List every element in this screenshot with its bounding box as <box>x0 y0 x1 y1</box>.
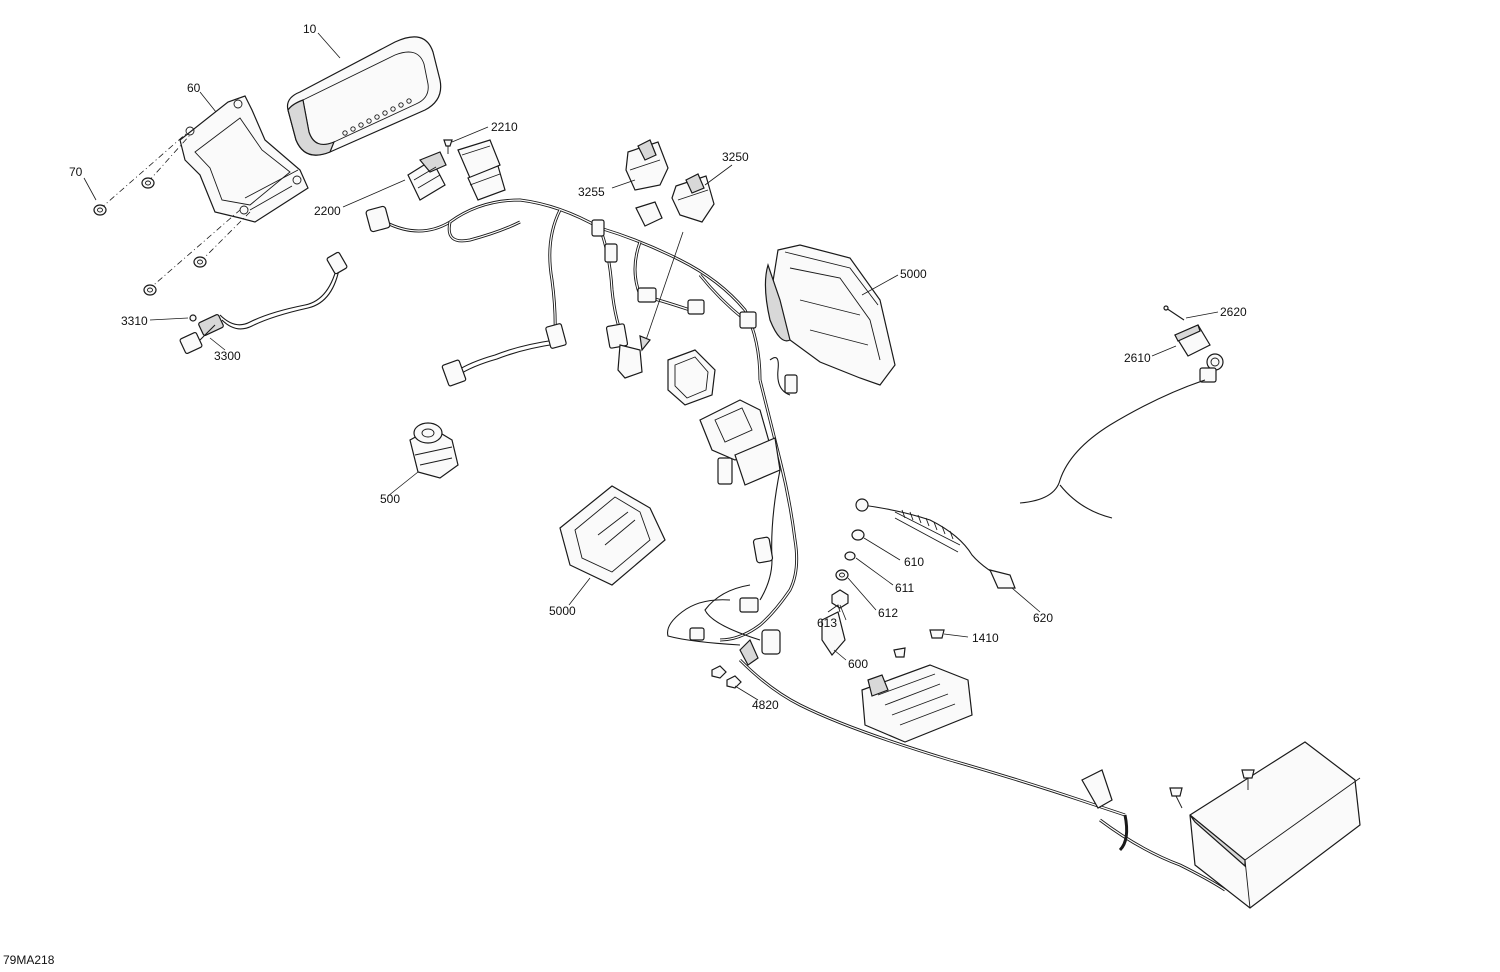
washer-611[interactable] <box>844 551 856 561</box>
callout-5000-lower: 5000 <box>549 604 576 618</box>
callout-5000-upper: 5000 <box>900 267 927 281</box>
washer-610[interactable] <box>851 529 865 541</box>
callout-2200: 2200 <box>314 204 341 218</box>
ecm-lower[interactable] <box>559 485 666 586</box>
ecm-upper[interactable] <box>764 244 896 386</box>
connector-block-2210[interactable] <box>457 139 506 201</box>
cluster-bracket[interactable] <box>99 95 309 291</box>
connector-2200[interactable] <box>407 151 447 201</box>
callout-60: 60 <box>187 81 201 95</box>
switch-connector[interactable] <box>635 201 663 227</box>
callout-2210: 2210 <box>491 120 518 134</box>
main-wiring-harness[interactable] <box>365 198 1226 892</box>
screw-2620[interactable] <box>1163 305 1185 321</box>
callout-611: 611 <box>895 581 914 595</box>
drawing-id: 79MA218 <box>3 953 55 967</box>
switch-3255[interactable] <box>625 139 669 191</box>
callout-612: 612 <box>878 606 898 620</box>
washer-612[interactable] <box>835 569 849 581</box>
callout-2610: 2610 <box>1124 351 1151 365</box>
screw-3310[interactable] <box>189 314 197 322</box>
ignition-switch[interactable] <box>409 422 459 479</box>
callout-labels: 10 60 70 2210 2200 3255 3250 5000 3310 3… <box>69 22 1247 712</box>
hv-cable[interactable] <box>855 498 1016 589</box>
callout-10: 10 <box>303 22 317 36</box>
callout-3250: 3250 <box>722 150 749 164</box>
callout-70: 70 <box>69 165 83 179</box>
callout-610: 610 <box>904 555 924 569</box>
callout-1410: 1410 <box>972 631 999 645</box>
nut-613[interactable] <box>831 589 849 609</box>
indicator-row <box>342 98 412 136</box>
callout-2620: 2620 <box>1220 305 1247 319</box>
voltage-regulator[interactable] <box>861 647 973 743</box>
callout-620: 620 <box>1033 611 1053 625</box>
sensor-harness[interactable] <box>179 251 348 354</box>
instrument-cluster[interactable] <box>286 36 442 156</box>
sensor-600[interactable] <box>821 604 846 656</box>
callout-3310: 3310 <box>121 314 148 328</box>
nut-set[interactable] <box>93 177 207 296</box>
callout-3300: 3300 <box>214 349 241 363</box>
switch-3250[interactable] <box>671 173 715 223</box>
battery[interactable] <box>1081 741 1361 909</box>
routing-arrow <box>639 231 684 352</box>
callout-500: 500 <box>380 492 400 506</box>
callout-600: 600 <box>848 657 868 671</box>
leader-lines <box>83 32 1219 701</box>
callout-613: 613 <box>817 616 837 630</box>
nut-4820[interactable] <box>711 638 759 689</box>
screw-1410[interactable] <box>929 629 945 639</box>
callout-4820: 4820 <box>752 698 779 712</box>
sensor-2610[interactable] <box>1019 324 1224 519</box>
callout-3255: 3255 <box>578 185 605 199</box>
screw-2210[interactable] <box>443 139 453 154</box>
